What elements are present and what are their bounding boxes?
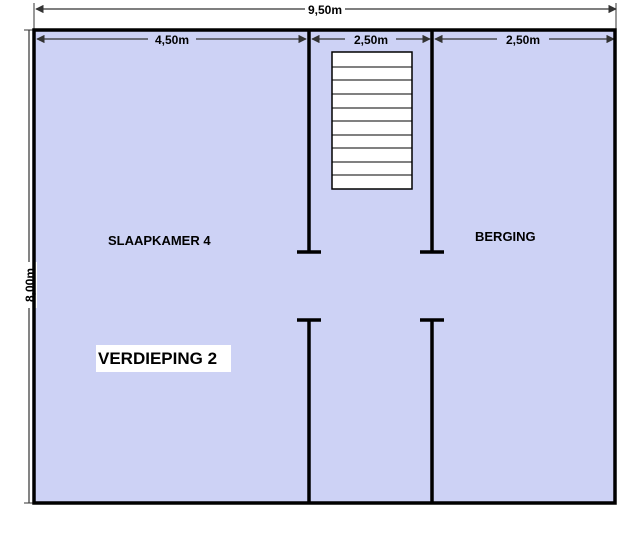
- interior-wall-left: [297, 30, 321, 503]
- room-label-bedroom-4: SLAAPKAMER 4: [108, 233, 211, 248]
- floor-level-label: VERDIEPING 2: [96, 345, 231, 372]
- dimension-segment-left: 4,50m: [36, 33, 307, 47]
- dimension-segment-right: 2,50m: [434, 33, 615, 47]
- interior-wall-right: [420, 30, 444, 503]
- segment-middle-label: 2,50m: [354, 33, 388, 47]
- staircase: [331, 51, 413, 190]
- segment-right-label: 2,50m: [506, 33, 540, 47]
- room-label-storage: BERGING: [475, 229, 536, 244]
- floor-area: [34, 30, 615, 503]
- outer-wall: [32, 28, 617, 505]
- total-width-label: 9,50m: [308, 3, 342, 17]
- dimension-segment-middle: 2,50m: [311, 33, 431, 47]
- dimension-total-width: 9,50m: [33, 1, 617, 30]
- segment-left-label: 4,50m: [155, 33, 189, 47]
